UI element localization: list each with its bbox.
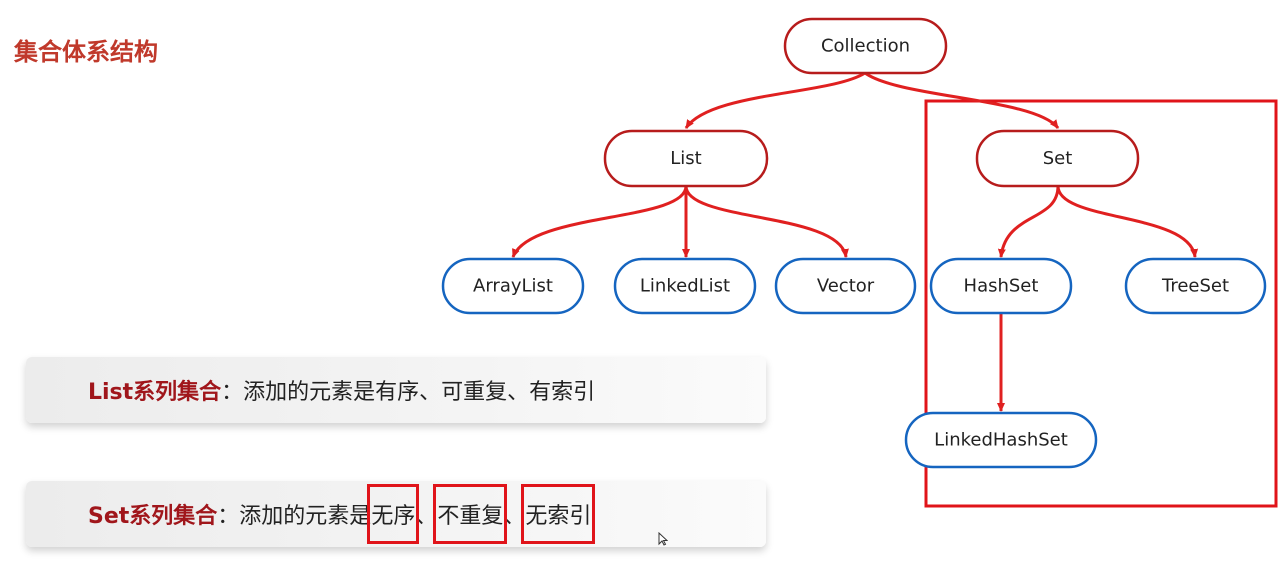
node-set: Set [975, 129, 1140, 188]
set-card-heading: Set系列集合 [88, 504, 218, 529]
list-card-heading: List系列集合 [88, 380, 222, 405]
edge-set-treeset [1056, 185, 1199, 258]
highlight-unordered: 无序 [367, 484, 420, 544]
node-arraylist-label: ArrayList [473, 276, 553, 297]
node-list: List [603, 129, 769, 188]
set-subtree-highlight-box [924, 99, 1278, 508]
highlight-no-index: 无索引 [521, 484, 596, 544]
node-hashset: HashSet [929, 257, 1073, 315]
list-card-text: ：添加的元素是有序、可重复、有索引 [221, 380, 596, 405]
edge-set-hashset [997, 185, 1060, 258]
edge-list-vector [684, 185, 849, 258]
node-linkedhashset-label: LinkedHashSet [934, 430, 1068, 451]
set-card-text: ：添加的元素是 [217, 504, 372, 529]
page-title: 集合体系结构 [14, 38, 158, 66]
node-treeset: TreeSet [1124, 257, 1267, 315]
set-card-separator-2: 、 [503, 504, 526, 529]
node-vector: Vector [774, 257, 917, 315]
set-card-separator-1: 、 [415, 504, 438, 529]
mouse-cursor-icon [658, 532, 668, 546]
node-collection: Collection [783, 17, 948, 75]
node-treeset-label: TreeSet [1161, 276, 1229, 297]
highlight-no-duplicates: 不重复 [433, 484, 508, 544]
edge-collection-list [684, 71, 866, 129]
list-description-card: List系列集合 ：添加的元素是有序、可重复、有索引 [26, 357, 766, 423]
node-vector-label: Vector [817, 276, 875, 297]
node-list-label: List [670, 148, 701, 169]
node-hashset-label: HashSet [964, 276, 1039, 297]
node-arraylist: ArrayList [441, 257, 585, 315]
node-collection-label: Collection [821, 36, 910, 57]
edge-collection-set [864, 71, 1060, 130]
node-linkedhashset: LinkedHashSet [904, 411, 1098, 469]
node-set-label: Set [1043, 148, 1073, 169]
node-linkedlist-label: LinkedList [640, 276, 730, 297]
node-linkedlist: LinkedList [613, 257, 757, 315]
set-description-card: Set系列集合 ：添加的元素是 无序 、 不重复 、 无索引 [26, 481, 766, 547]
edge-list-arraylist [511, 185, 688, 258]
